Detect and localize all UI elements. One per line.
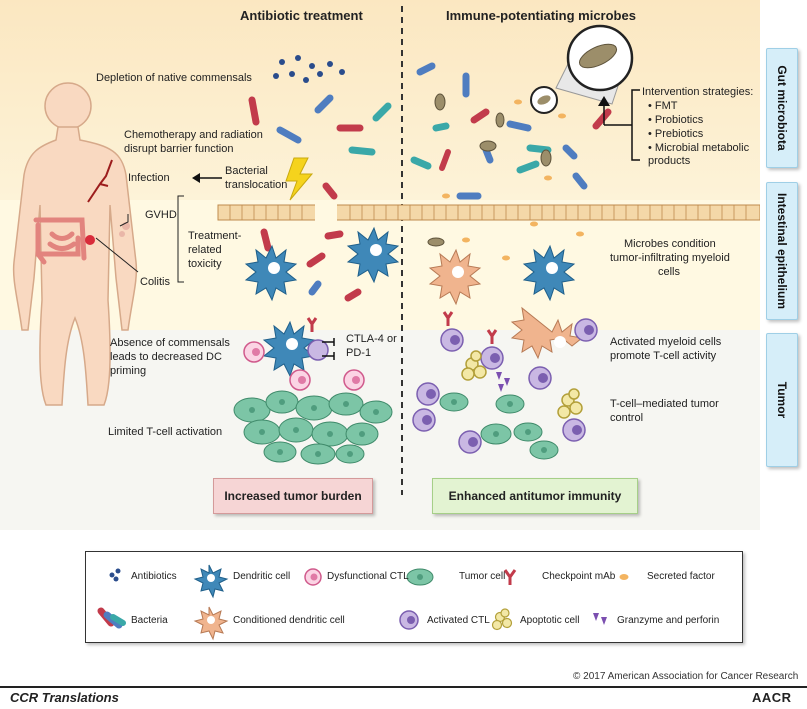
label-activated-1: Activated myeloid cells	[610, 336, 722, 348]
granzyme-perforin-icon	[593, 613, 607, 625]
label-chemo-2: disrupt barrier function	[124, 143, 234, 155]
intervention-item: • Microbial metabolic products	[648, 142, 750, 167]
tumor-cells-right	[439, 392, 559, 460]
header-antibiotic-treatment: Antibiotic treatment	[240, 8, 363, 23]
bacteria-icon	[97, 607, 126, 629]
intervention-arrow-icon	[598, 96, 610, 106]
dysfunctional-ctl-icon	[304, 568, 322, 586]
label-absence-2: leads to decreased DC	[110, 351, 222, 363]
activated-ctl-icon	[399, 610, 419, 630]
apoptotic-cell-icon	[491, 608, 513, 631]
epithelium-barrier	[217, 200, 760, 222]
bacteria-right	[410, 62, 612, 200]
intervention-bracket	[603, 89, 640, 161]
label-bacterial-1: Bacterial	[225, 165, 268, 177]
antibiotics-icon	[109, 568, 121, 582]
apoptotic-cells	[461, 350, 583, 419]
label-gvhd: GVHD	[145, 209, 177, 221]
label-tcell-1: T-cell–mediated tumor	[610, 398, 719, 410]
side-tab-gut-microbiota: Gut microbiota	[766, 48, 798, 168]
label-treatment-1: Treatment-	[188, 230, 242, 242]
copyright-notice: © 2017 American Association for Cancer R…	[573, 671, 799, 682]
label-colitis: Colitis	[140, 276, 170, 288]
intervention-item: • Probiotics	[648, 114, 704, 126]
label-bacterial-2: translocation	[225, 179, 288, 191]
checkpoint-antibodies	[442, 311, 498, 344]
label-microbes-1: Microbes condition	[624, 238, 716, 250]
secreted-factors	[442, 93, 604, 283]
secreted-factor-icon	[619, 574, 629, 580]
label-tcell-2: control	[610, 412, 644, 424]
infection-arrow-icon	[192, 173, 200, 183]
label-intervention-title: Intervention strategies:	[642, 86, 754, 98]
outcome-increased-tumor-burden: Increased tumor burden	[213, 478, 373, 514]
diagram-illustration	[12, 6, 760, 495]
checkpoint-mab-icon	[503, 569, 517, 585]
footer-aacr-logo: AACR	[752, 690, 792, 705]
legend-icons	[97, 564, 629, 641]
header-immune-potentiating-microbes: Immune-potentiating microbes	[446, 8, 636, 23]
legend-secreted-factor: Secreted factor	[647, 571, 715, 582]
legend-antibiotics: Antibiotics	[131, 571, 177, 582]
legend-dendritic-cell: Dendritic cell	[233, 571, 291, 582]
footer-ccr-translations: CCR Translations	[10, 690, 119, 705]
label-ctla-1: CTLA-4 or	[346, 333, 397, 345]
label-absence-3: priming	[110, 365, 147, 377]
side-tab-tumor: Tumor	[766, 333, 798, 467]
blood-vessel	[87, 159, 113, 203]
label-infection: Infection	[128, 172, 170, 184]
legend-checkpoint-mab: Checkpoint mAb	[542, 571, 616, 582]
outcome-enhanced-antitumor-immunity: Enhanced antitumor immunity	[432, 478, 638, 514]
gut-microbiota-band	[0, 0, 760, 200]
dendritic-cells	[244, 226, 576, 378]
human-body-silhouette	[12, 82, 138, 406]
legend-tumor-cell: Tumor cell	[459, 571, 506, 582]
footer-rule	[0, 686, 807, 688]
legend-granzyme-perforin: Granzyme and perforin	[617, 615, 720, 626]
intervention-item: • FMT	[648, 100, 678, 112]
granzyme-perforin	[496, 372, 510, 392]
pointer-lines	[95, 195, 184, 283]
label-activated-2: promote T-cell activity	[610, 350, 717, 362]
bacteria-left	[248, 94, 392, 302]
label-microbes-3: cells	[658, 266, 681, 278]
antibiotic-dots	[273, 55, 345, 83]
spiky-microbes	[427, 93, 552, 247]
label-microbes-2: tumor-infiltrating myeloid	[610, 252, 730, 264]
lightning-bolt-icon	[285, 157, 314, 201]
legend-conditioned-dendritic-cell: Conditioned dendritic cell	[233, 615, 345, 626]
legend-apoptotic-cell: Apoptotic cell	[520, 615, 580, 626]
intervention-item: • Prebiotics	[648, 128, 704, 140]
label-treatment-2: related	[188, 244, 222, 256]
label-ctla-2: PD-1	[346, 347, 372, 359]
side-tab-intestinal-epithelium: Intestinal epithelium	[766, 182, 798, 320]
label-treatment-3: toxicity	[188, 258, 222, 270]
tumor-cells-left	[233, 390, 393, 465]
legend-dysfunctional-ctl: Dysfunctional CTL	[327, 571, 409, 582]
intestines	[33, 217, 87, 265]
label-limited: Limited T-cell activation	[108, 426, 223, 438]
legend-activated-ctl: Activated CTL	[427, 615, 490, 626]
tumor-cell-icon	[406, 568, 434, 586]
label-depletion: Depletion of native commensals	[96, 72, 252, 84]
legend-bacteria: Bacteria	[131, 615, 168, 626]
label-chemo-1: Chemotherapy and radiation	[124, 129, 263, 141]
magnifier-bubble	[530, 24, 634, 114]
label-absence-1: Absence of commensals	[110, 337, 230, 349]
colitis-spot	[85, 235, 95, 245]
